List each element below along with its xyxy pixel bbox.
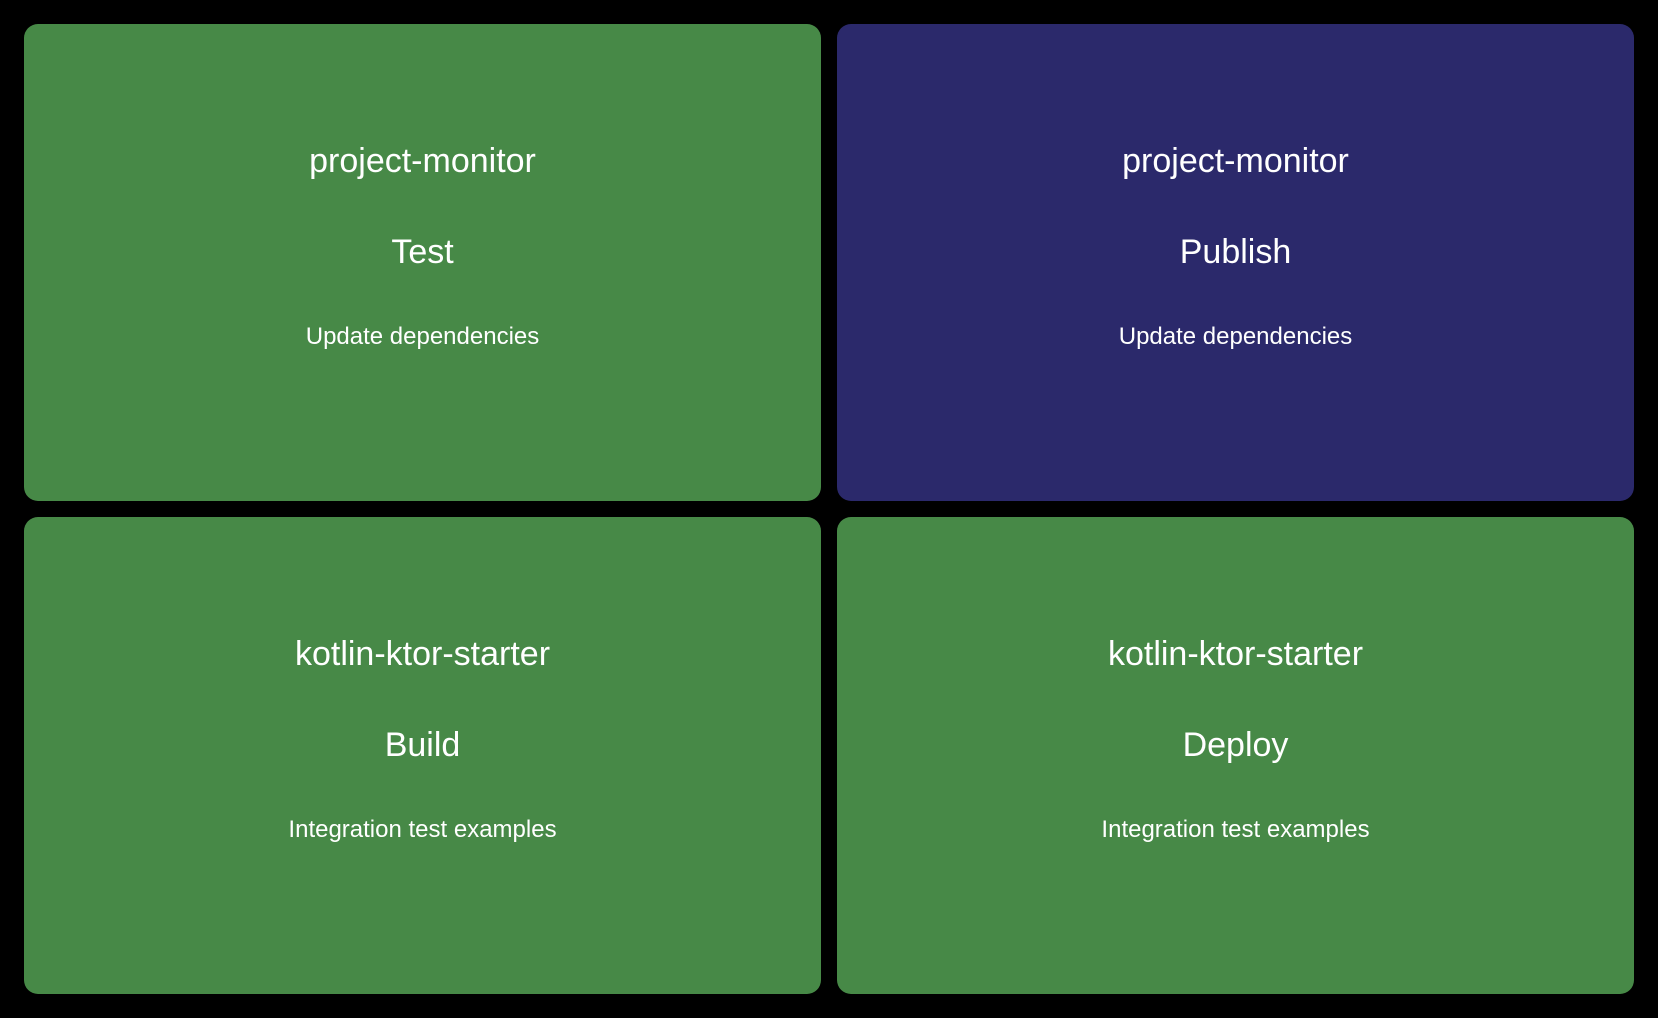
project-name: kotlin-ktor-starter xyxy=(1107,635,1364,673)
stage-name: Deploy xyxy=(1182,726,1289,764)
commit-message: Integration test examples xyxy=(288,816,557,843)
pipeline-grid: project-monitor Test Update dependencies… xyxy=(24,24,1634,994)
stage-name: Publish xyxy=(1179,233,1292,271)
pipeline-card[interactable]: kotlin-ktor-starter Build Integration te… xyxy=(24,517,821,994)
project-name: project-monitor xyxy=(1122,142,1349,180)
project-name: project-monitor xyxy=(309,142,536,180)
commit-message: Update dependencies xyxy=(1118,323,1353,350)
commit-message: Integration test examples xyxy=(1101,816,1370,843)
pipeline-card[interactable]: project-monitor Test Update dependencies xyxy=(24,24,821,501)
stage-name: Test xyxy=(391,233,454,271)
pipeline-card[interactable]: kotlin-ktor-starter Deploy Integration t… xyxy=(837,517,1634,994)
stage-name: Build xyxy=(384,726,461,764)
pipeline-card[interactable]: project-monitor Publish Update dependenc… xyxy=(837,24,1634,501)
project-name: kotlin-ktor-starter xyxy=(294,635,551,673)
commit-message: Update dependencies xyxy=(305,323,540,350)
